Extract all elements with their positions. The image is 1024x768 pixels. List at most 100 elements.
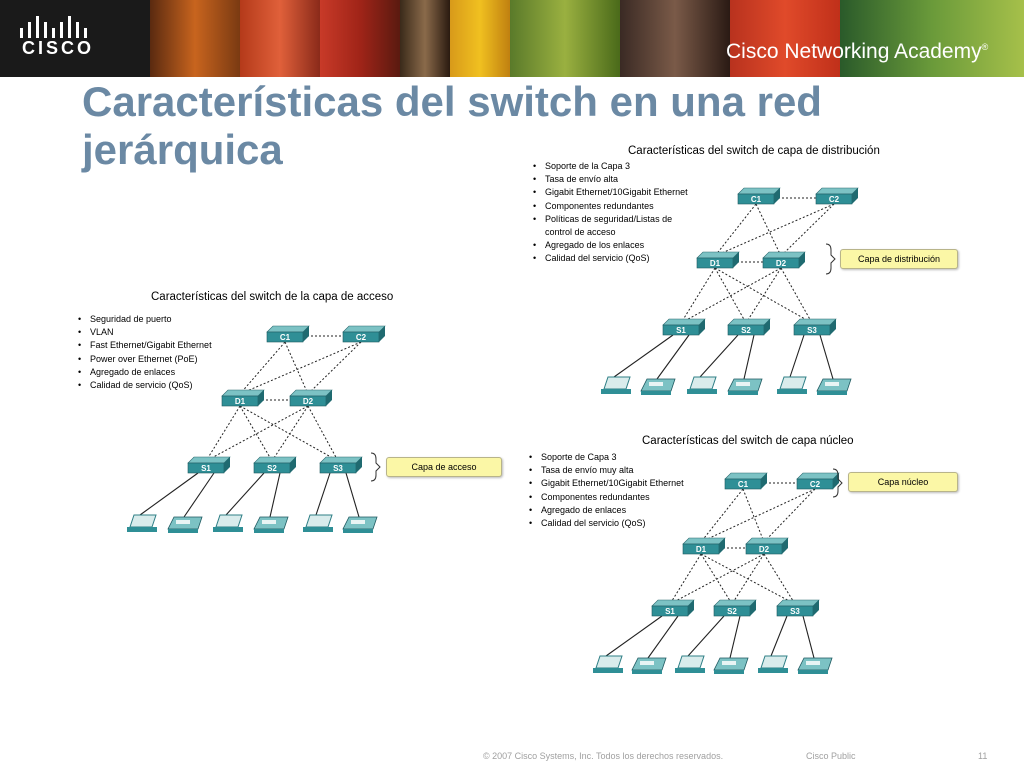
uplink-line [239, 341, 286, 395]
switch-label: D1 [710, 259, 721, 268]
switch-icon: C1 [266, 325, 310, 343]
switch-icon: S3 [776, 599, 820, 617]
switch-icon: D1 [221, 389, 265, 407]
distribution-bullet: Políticas de seguridad/Listas de control… [531, 213, 701, 239]
access-bullet: Power over Ethernet (PoE) [76, 353, 212, 366]
switch-label: S3 [333, 464, 343, 473]
switch-icon: D2 [762, 251, 806, 269]
ip-phone-icon [797, 657, 833, 674]
access-link [729, 615, 741, 659]
core-layer-callout: Capa núcleo [848, 472, 958, 492]
access-link [269, 472, 281, 518]
distribution-bullet: Agregado de los enlaces [531, 239, 701, 252]
uplink-line [745, 267, 782, 324]
distribution-bullet: Calidad del servicio (QoS) [531, 252, 701, 265]
switch-label: S2 [267, 464, 277, 473]
ip-phone-icon [631, 657, 667, 674]
access-link [656, 334, 690, 380]
switch-label: D1 [235, 397, 246, 406]
academy-title-text: Cisco Networking Academy [726, 40, 982, 63]
uplink-line [780, 203, 835, 257]
access-bullet: VLAN [76, 326, 212, 339]
cisco-bridge-icon [20, 16, 87, 38]
uplink-line [714, 267, 747, 324]
ip-phone-icon [727, 378, 763, 395]
photo-strip [240, 0, 320, 77]
layer-bracket [832, 468, 843, 498]
switch-label: C2 [810, 480, 821, 489]
switch-icon: D2 [289, 389, 333, 407]
laptop-icon [777, 376, 807, 394]
switch-label: D2 [303, 397, 314, 406]
uplink-line [714, 267, 813, 324]
uplink-line [271, 405, 309, 462]
access-link [687, 615, 725, 657]
laptop-icon [758, 655, 788, 673]
switch-icon: S2 [253, 456, 297, 474]
uplink-line [714, 203, 835, 257]
core-bullet: Agregado de enlaces [527, 504, 697, 517]
uplink-line [239, 405, 273, 462]
access-bullet-list: Seguridad de puertoVLANFast Ethernet/Gig… [76, 313, 212, 392]
page-number: 11 [978, 751, 988, 761]
ip-phone-icon [167, 516, 203, 533]
photo-strip [450, 0, 510, 77]
switch-icon: C1 [724, 472, 768, 490]
switch-label: C1 [280, 333, 291, 342]
laptop-icon [127, 514, 157, 532]
switch-icon: C2 [815, 187, 859, 205]
uplink-line [669, 553, 702, 605]
switch-label: C1 [738, 480, 749, 489]
photo-strip [620, 0, 730, 77]
switch-label: S2 [727, 607, 737, 616]
laptop-icon [593, 655, 623, 673]
uplink-line [780, 267, 813, 324]
uplink-line [763, 488, 816, 543]
switch-icon: D1 [696, 251, 740, 269]
header-banner: CISCO Cisco Networking Academy® [0, 0, 1024, 77]
access-link [699, 334, 739, 378]
footer-copyright: © 2007 Cisco Systems, Inc. Todos los der… [483, 751, 724, 761]
uplink-line [763, 553, 796, 605]
switch-icon: C1 [737, 187, 781, 205]
uplink-line [731, 553, 765, 605]
laptop-icon [303, 514, 333, 532]
access-link [345, 472, 360, 518]
footer-classification: Cisco Public [806, 751, 856, 761]
uplink-line [284, 341, 309, 395]
layer-bracket [825, 243, 836, 275]
core-panel-title: Características del switch de capa núcle… [642, 435, 854, 447]
laptop-icon [687, 376, 717, 394]
switch-label: S1 [676, 326, 686, 335]
uplink-line [755, 203, 782, 257]
uplink-line [307, 341, 362, 395]
switch-label: S3 [807, 326, 817, 335]
switch-label: D2 [759, 545, 770, 554]
access-link [613, 334, 674, 378]
academy-title: Cisco Networking Academy® [726, 40, 988, 64]
access-bullet: Calidad de servicio (QoS) [76, 379, 212, 392]
access-link [647, 615, 679, 659]
distribution-bullet: Gigabit Ethernet/10Gigabit Ethernet [531, 186, 701, 199]
switch-icon: S1 [187, 456, 231, 474]
core-bullet-list: Soporte de Capa 3Tasa de envío muy altaG… [527, 451, 697, 530]
uplink-line [205, 405, 241, 462]
switch-label: S3 [790, 607, 800, 616]
uplink-line [307, 405, 339, 462]
switch-label: C2 [829, 195, 840, 204]
access-link [819, 334, 834, 380]
distribution-bullet: Tasa de envío alta [531, 173, 701, 186]
ip-phone-icon [253, 516, 289, 533]
switch-label: D2 [776, 259, 787, 268]
access-link [802, 615, 815, 659]
uplink-line [714, 203, 757, 257]
photo-strip [840, 0, 1024, 77]
uplink-line [680, 267, 782, 324]
core-bullet: Tasa de envío muy alta [527, 464, 697, 477]
distribution-panel-title: Características del switch de capa de di… [628, 145, 880, 157]
core-bullet: Componentes redundantes [527, 491, 697, 504]
ip-phone-icon [713, 657, 749, 674]
core-bullet: Gigabit Ethernet/10Gigabit Ethernet [527, 477, 697, 490]
access-layer-callout: Capa de acceso [386, 457, 502, 477]
switch-icon: S3 [319, 456, 363, 474]
